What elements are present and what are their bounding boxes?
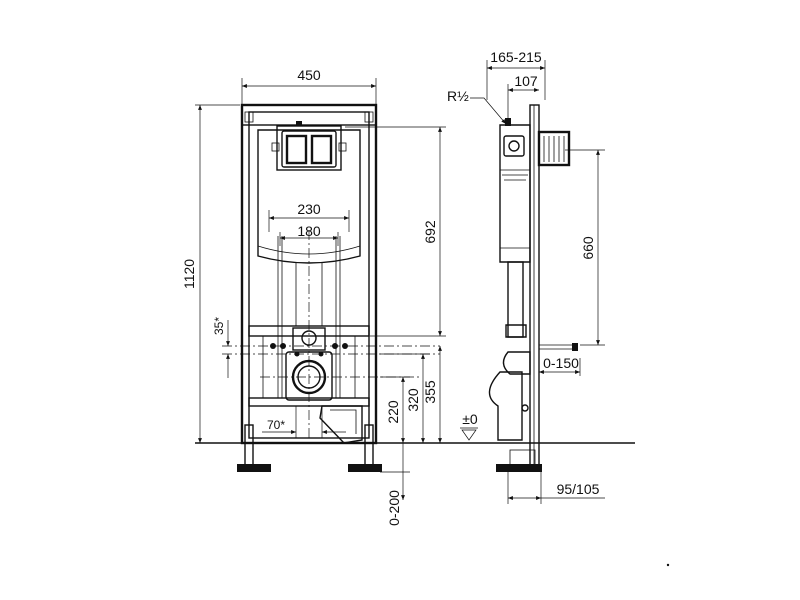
bend-pipe bbox=[319, 405, 363, 444]
front-view: 450 1120 230 180 692 35* 70* 220 bbox=[181, 67, 635, 526]
leg-adjust-label: 0-200 bbox=[386, 490, 402, 526]
supply-pipe bbox=[537, 130, 571, 167]
width-label: 450 bbox=[297, 67, 321, 83]
depth-range-label: 165-215 bbox=[490, 49, 542, 65]
side-view: 165-215 107 R½ 660 0-150 95/105 bbox=[447, 49, 605, 504]
flush-plate-inner-label: 180 bbox=[297, 223, 321, 239]
pipe-height-label: 660 bbox=[580, 236, 596, 260]
foot-depth-label: 95/105 bbox=[557, 481, 600, 497]
bolt-height-label: 320 bbox=[405, 388, 421, 412]
flush-plate-width-label: 230 bbox=[297, 201, 321, 217]
height-label: 1120 bbox=[181, 259, 197, 289]
wall-range-label: 0-150 bbox=[543, 355, 579, 371]
depth-label: 107 bbox=[514, 73, 538, 89]
cistern-height-label: 692 bbox=[422, 220, 438, 244]
floor-level-label: ±0 bbox=[462, 411, 478, 427]
thread-label: R½ bbox=[447, 88, 469, 104]
offset-label: 35* bbox=[212, 317, 226, 335]
frame-legs bbox=[237, 424, 382, 472]
outlet-offset-label: 70* bbox=[267, 418, 285, 432]
outlet-elbow-side bbox=[488, 351, 531, 441]
cistern bbox=[257, 121, 361, 264]
outlet-height-label: 220 bbox=[385, 400, 401, 424]
connector-height-label: 355 bbox=[422, 380, 438, 404]
cistern-side bbox=[499, 118, 531, 338]
